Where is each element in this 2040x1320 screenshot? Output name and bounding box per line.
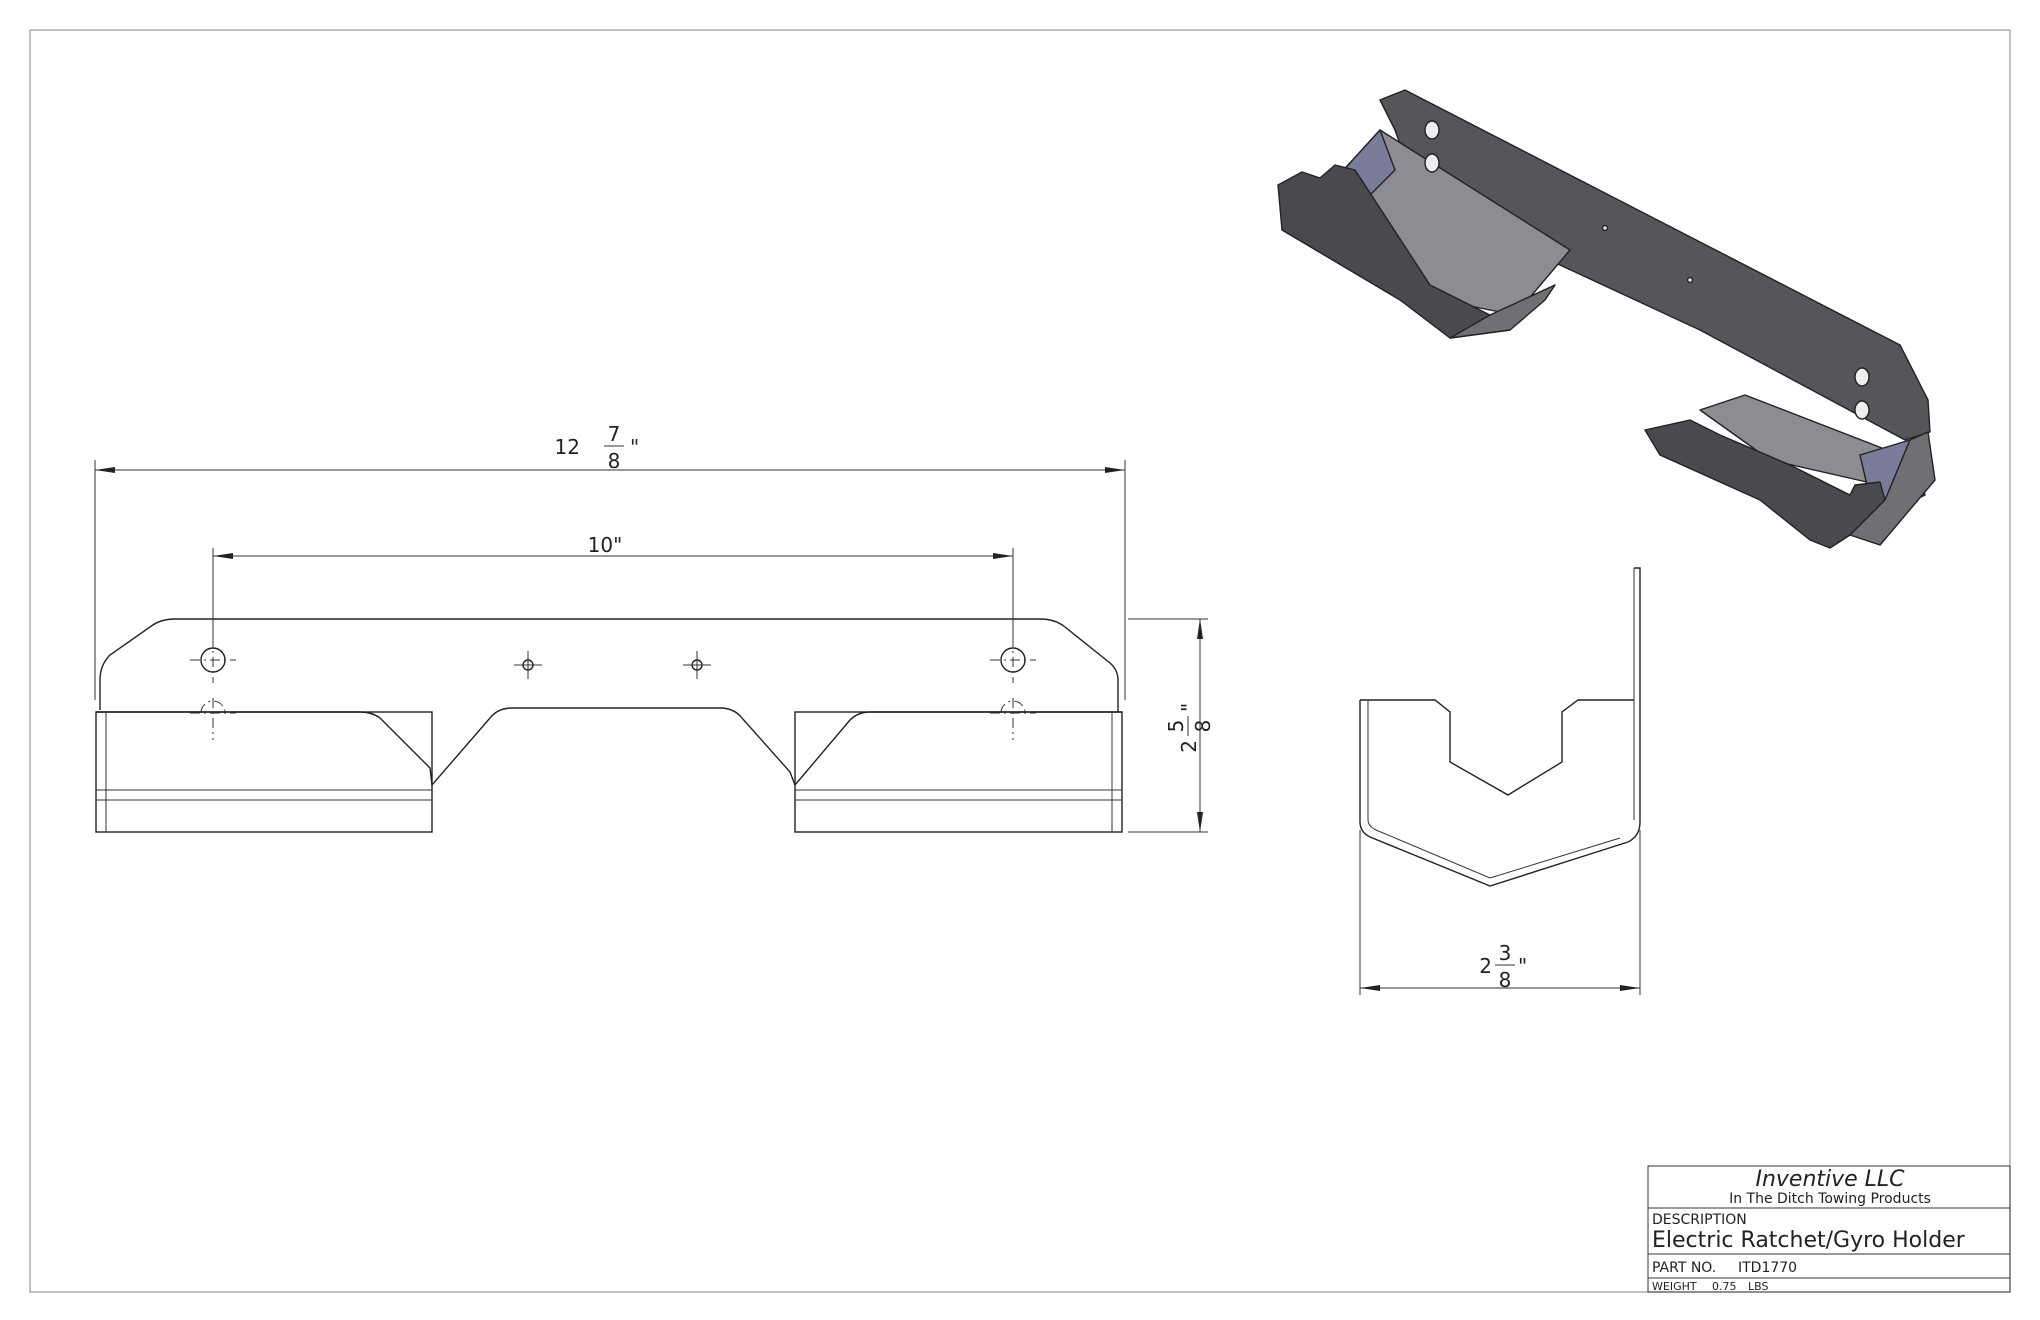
height-unit: " — [1177, 703, 1201, 712]
dimension-height: 2 5 8 " — [1128, 618, 1215, 833]
iso-right-end-face — [1849, 431, 1936, 546]
iso-hole-2 — [1424, 153, 1440, 173]
hidden-hole-right — [990, 698, 1036, 740]
dimension-overall-length: 12 7 8 " — [94, 422, 1126, 700]
width-whole: 2 — [1479, 954, 1492, 978]
company-tagline: In The Ditch Towing Products — [1729, 1191, 1931, 1207]
iso-small-hole-1 — [1601, 224, 1609, 232]
isometric-view — [1277, 89, 1936, 549]
tray-outline — [96, 707, 1122, 787]
tray-left-section — [95, 711, 433, 833]
small-hole-right — [683, 651, 711, 679]
title-block: Inventive LLC In The Ditch Towing Produc… — [1647, 1165, 2011, 1293]
mounting-hole-left — [190, 637, 236, 683]
sheet-border — [29, 29, 2011, 1293]
height-den: 8 — [1191, 720, 1215, 733]
back-plate-outline — [99, 618, 1119, 712]
overall-length-den: 8 — [608, 449, 621, 473]
tray-right-section — [794, 711, 1123, 833]
side-view: 2 3 8 " — [1359, 567, 1641, 995]
mounting-hole-right — [990, 637, 1036, 683]
small-hole-left — [514, 651, 542, 679]
part-number-value: ITD1770 — [1738, 1260, 1797, 1276]
height-whole: 2 — [1177, 740, 1201, 753]
width-unit: " — [1518, 954, 1527, 978]
iso-small-hole-2 — [1686, 276, 1694, 284]
height-num: 5 — [1164, 720, 1188, 733]
front-view: 12 7 8 " 10" 2 5 8 — [94, 422, 1215, 833]
part-number-label: PART NO. — [1652, 1260, 1716, 1276]
width-den: 8 — [1499, 968, 1512, 992]
overall-length-num: 7 — [608, 422, 621, 446]
iso-hole-1 — [1424, 120, 1440, 140]
iso-left-v-face — [1449, 284, 1556, 339]
iso-left-outer-wall — [1277, 164, 1511, 339]
side-back-plate — [1627, 567, 1641, 843]
company-name: Inventive LLC — [1755, 1167, 1905, 1192]
hidden-hole-left — [190, 698, 236, 740]
side-outer-profile — [1359, 700, 1629, 887]
description-label: DESCRIPTION — [1652, 1212, 1747, 1228]
width-num: 3 — [1499, 941, 1512, 965]
weight-label: WEIGHT — [1652, 1280, 1697, 1293]
hole-spacing-label: 10" — [588, 533, 623, 557]
side-inner-profile — [1367, 700, 1621, 879]
description-value: Electric Ratchet/Gyro Holder — [1652, 1228, 1966, 1253]
dimension-width: 2 3 8 " — [1359, 830, 1641, 995]
iso-right-outer-wall — [1644, 419, 1886, 549]
side-v-notch — [1360, 699, 1634, 796]
overall-length-unit: " — [630, 435, 639, 459]
overall-length-whole: 12 — [555, 435, 580, 459]
weight-value: 0.75 — [1712, 1280, 1737, 1293]
dimension-hole-spacing: 10" — [212, 533, 1014, 640]
iso-hole-3 — [1854, 367, 1870, 387]
weight-unit: LBS — [1748, 1280, 1768, 1293]
iso-hole-4 — [1854, 400, 1870, 420]
